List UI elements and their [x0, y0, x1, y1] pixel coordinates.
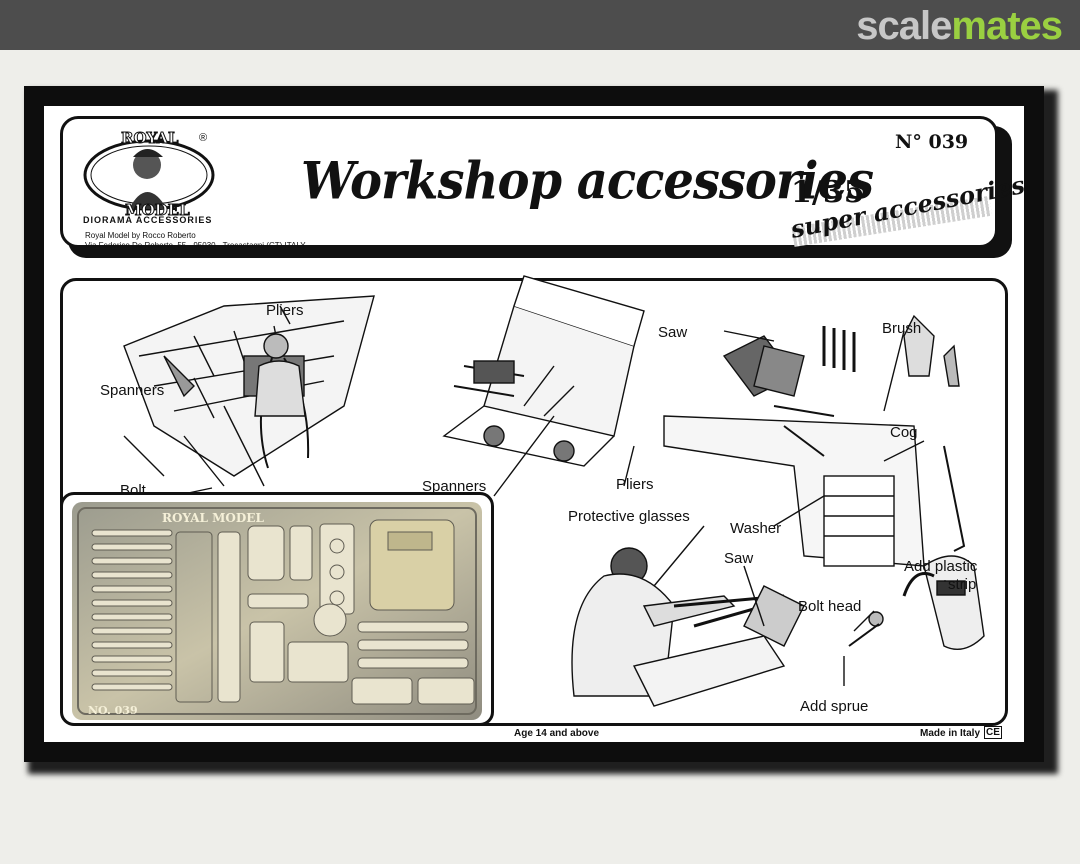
box-art-image: ROYAL MODEL ® DIORAMA ACCESSORIES Royal … [24, 86, 1044, 762]
fret-pliers [247, 525, 285, 581]
engine-bay-sketch [123, 295, 375, 487]
product-title: Workshop accessories [301, 150, 874, 212]
label-pliers-mid: Pliers [616, 476, 654, 493]
logo-subtitle: DIORAMA ACCESSORIES [83, 215, 213, 225]
label-brush: Brush [882, 320, 922, 337]
age-notice: Age 14 and above [514, 728, 600, 739]
logo-top-text: ROYAL [121, 129, 179, 147]
label-add-plastic-strip-1: Add plastic [904, 558, 978, 575]
label-washer: Washer [730, 520, 782, 537]
fret-brand: ROYAL MODEL [162, 511, 264, 525]
workbench-sketch [663, 314, 966, 567]
label-cog: Cog [890, 424, 918, 441]
worker-sketch [571, 547, 805, 707]
label-add-plastic-strip-2: strip [948, 576, 977, 593]
fret-code: NO. 039 [88, 704, 138, 717]
fret-spanners [91, 529, 213, 703]
label-protective-glasses: Protective glasses [568, 508, 690, 525]
label-add-sprue: Add sprue [800, 698, 869, 715]
welding-mask-sketch [902, 555, 985, 650]
site-header-bar: scalemates [0, 0, 1080, 50]
label-saw-top: Saw [658, 324, 688, 341]
address-line-1: Royal Model by Rocco Roberto [85, 231, 196, 240]
instruction-card: ROYAL MODEL ® DIORAMA ACCESSORIES Royal … [44, 106, 1027, 742]
fret-washer [313, 603, 347, 637]
product-number: N° 039 [895, 131, 969, 153]
address-line-2: Via Federico De Roberto, 55 - 95030 - Tr… [85, 241, 306, 250]
label-bolt-head: Bolt head [798, 598, 862, 615]
brand-second: mates [951, 4, 1063, 48]
illustration-sketches [123, 275, 985, 707]
label-saw-bottom: Saw [724, 550, 754, 567]
label-pliers-top: Pliers [266, 302, 304, 319]
fret-saw-blade [217, 531, 241, 703]
header-panel: ROYAL MODEL ® DIORAMA ACCESSORIES Royal … [60, 116, 1027, 250]
ce-mark: CE [984, 726, 1002, 739]
registered-mark: ® [199, 132, 207, 144]
scale-label: 1/35 [791, 175, 865, 210]
brand-first: scale [856, 4, 952, 48]
royal-model-logo: ROYAL MODEL ® [83, 129, 215, 219]
logo-bottom-text: MODEL [125, 201, 190, 219]
label-spanners-mid: Spanners [422, 478, 487, 495]
scalemates-logo[interactable]: scalemates [856, 4, 1063, 49]
made-in: Made in Italy [920, 728, 981, 739]
photo-etch-fret: ROYAL MODEL NO. 039 [72, 502, 482, 720]
label-spanners-left: Spanners [100, 382, 165, 399]
toolbox-sketch [442, 275, 645, 467]
